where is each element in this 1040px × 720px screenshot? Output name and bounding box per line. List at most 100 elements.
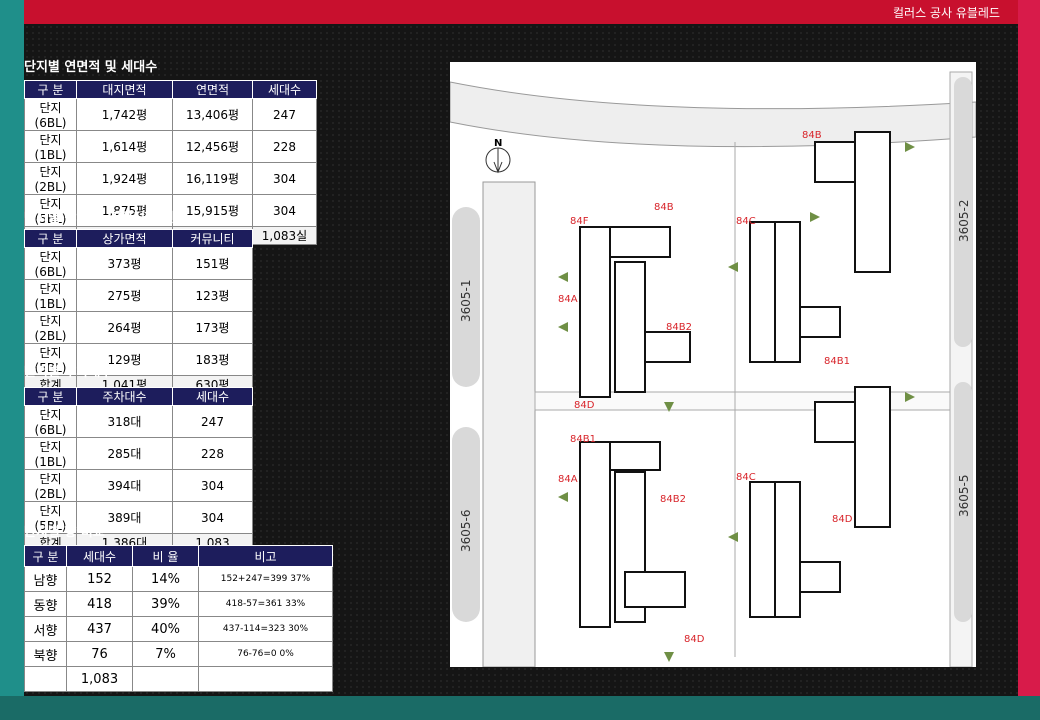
unit-label: 84B1 xyxy=(570,434,596,445)
unit-label: 84B2 xyxy=(666,322,692,333)
block-label-pill xyxy=(452,207,480,387)
table-cell: 13,406평 xyxy=(172,98,253,131)
building xyxy=(579,226,611,398)
section-title-commercial: 단지별 상가 및 커뮤니티 면적 xyxy=(24,211,186,226)
bottom-frame-bar xyxy=(0,696,1040,720)
unit-label: 84C xyxy=(736,216,756,227)
unit-label: 84C xyxy=(736,472,756,483)
table-cell: 418 xyxy=(66,591,133,617)
col-header: 세대수 xyxy=(252,80,317,99)
block-label-pill xyxy=(954,382,972,622)
site-plan-svg: 3605-1 3605-6 3605-2 3605-5 N xyxy=(450,71,976,667)
table-cell: 단지 (6BL) xyxy=(24,98,77,131)
table-cell: 1,924평 xyxy=(76,162,173,195)
table-cell: 76-76=0 0% xyxy=(198,641,333,667)
building xyxy=(609,226,671,258)
unit-label: 84F xyxy=(570,216,589,227)
building xyxy=(774,481,801,618)
building xyxy=(749,481,776,618)
table-cell: 12,456평 xyxy=(172,130,253,163)
col-header: 비 율 xyxy=(132,545,199,567)
table-cell: 304 xyxy=(172,501,253,534)
block-label-pill xyxy=(452,427,480,622)
table-cell: 서향 xyxy=(24,616,67,642)
col-header: 구 분 xyxy=(24,545,67,567)
col-header: 비고 xyxy=(198,545,333,567)
table-cell: 단지 (2BL) xyxy=(24,162,77,195)
building xyxy=(624,571,686,608)
section-title-area: 단지별 연면적 및 세대수 xyxy=(24,60,158,75)
table-cell xyxy=(198,666,333,692)
section-title-parking: 단지별 주차대수 xyxy=(24,365,113,380)
table-cell: 1,083실 xyxy=(252,226,317,245)
left-road xyxy=(482,181,536,667)
table-cell: 394대 xyxy=(76,469,173,502)
table-cell: 304 xyxy=(172,469,253,502)
north-label: N xyxy=(494,138,502,149)
left-frame-bar xyxy=(0,0,24,720)
col-header: 연면적 xyxy=(172,80,253,99)
unit-label: 84B xyxy=(802,130,822,141)
table-cell: 40% xyxy=(132,616,199,642)
table-cell: 304 xyxy=(252,194,317,227)
table-cell: 173평 xyxy=(172,311,253,344)
right-frame-bar xyxy=(1018,0,1040,720)
col-header: 구 분 xyxy=(24,387,77,406)
table-cell xyxy=(132,666,199,692)
table-cell: 437-114=323 30% xyxy=(198,616,333,642)
header-caption: 컬러스 공사 유블레드 xyxy=(893,6,1000,20)
table-cell: 247 xyxy=(252,98,317,131)
unit-label: 84B2 xyxy=(660,494,686,505)
table-cell: 123평 xyxy=(172,279,253,312)
table-cell: 단지 (1BL) xyxy=(24,130,77,163)
top-frame-bar xyxy=(0,0,1040,24)
table-cell: 1,742평 xyxy=(76,98,173,131)
table-cell: 단지 (2BL) xyxy=(24,311,77,344)
building xyxy=(799,306,841,338)
unit-label: 84D xyxy=(574,400,595,411)
building xyxy=(609,441,661,471)
table-cell: 단지 (6BL) xyxy=(24,405,77,438)
table-row: 1,083 xyxy=(24,666,333,692)
unit-label: 84B xyxy=(654,202,674,213)
table-cell: 183평 xyxy=(172,343,253,376)
table-cell: 285대 xyxy=(76,437,173,470)
building xyxy=(774,221,801,363)
arrow-icon xyxy=(905,142,915,152)
table-cell: 152+247=399 37% xyxy=(198,566,333,592)
building xyxy=(749,221,776,363)
building xyxy=(799,561,841,593)
col-header: 상가면적 xyxy=(76,229,173,248)
table-cell: 단지 (5BL) xyxy=(24,343,77,376)
table-cell: 1,875평 xyxy=(76,194,173,227)
table-cell: 15,915평 xyxy=(172,194,253,227)
arrow-icon xyxy=(728,532,738,542)
table-cell: 39% xyxy=(132,591,199,617)
table-cell: 151평 xyxy=(172,247,253,280)
table-cell: 7% xyxy=(132,641,199,667)
table-cell: 16,119평 xyxy=(172,162,253,195)
table-cell: 275평 xyxy=(76,279,173,312)
site-plan-map: 3605-1 3605-6 3605-2 3605-5 N xyxy=(450,62,976,667)
buildings xyxy=(579,131,891,628)
arrow-icon xyxy=(905,392,915,402)
main-road xyxy=(450,81,976,148)
unit-label: 84B1 xyxy=(824,356,850,367)
table-cell: 304 xyxy=(252,162,317,195)
table-cell: 남향 xyxy=(24,566,67,592)
table-cell: 단지 (1BL) xyxy=(24,279,77,312)
arrow-icon xyxy=(664,402,674,412)
